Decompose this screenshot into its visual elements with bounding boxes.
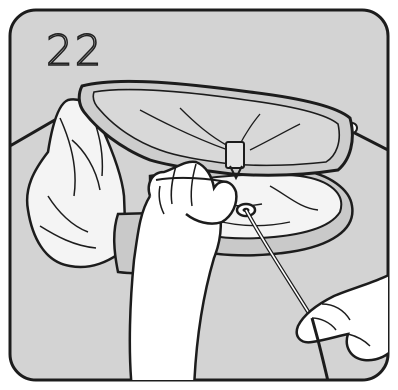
step-number: 22 [46,30,103,72]
closing-loop-tab [226,142,244,168]
